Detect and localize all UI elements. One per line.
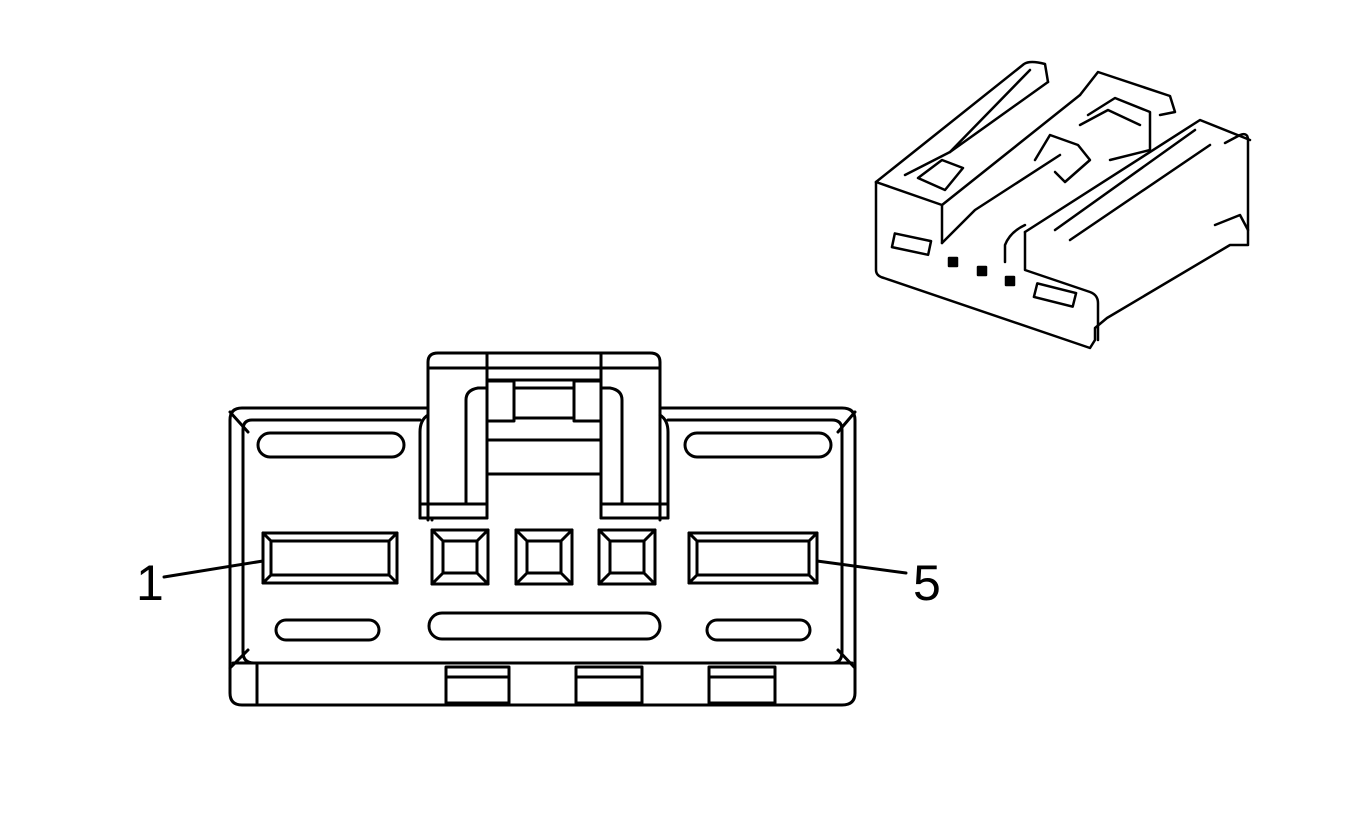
connector-front-view bbox=[162, 351, 908, 707]
connector-isometric-view bbox=[874, 60, 1252, 350]
cavity-pin-4 bbox=[597, 528, 657, 586]
leader-line-pin-5 bbox=[815, 559, 908, 575]
cavity-pin-5 bbox=[687, 531, 819, 585]
cavity-pin-3 bbox=[514, 528, 574, 586]
leader-line-pin-1 bbox=[162, 559, 265, 579]
pin-5-label: 5 bbox=[913, 555, 941, 611]
cavity-pin-1 bbox=[261, 531, 399, 585]
cavity-pin-2 bbox=[430, 528, 490, 586]
pin-1-label: 1 bbox=[136, 555, 164, 611]
